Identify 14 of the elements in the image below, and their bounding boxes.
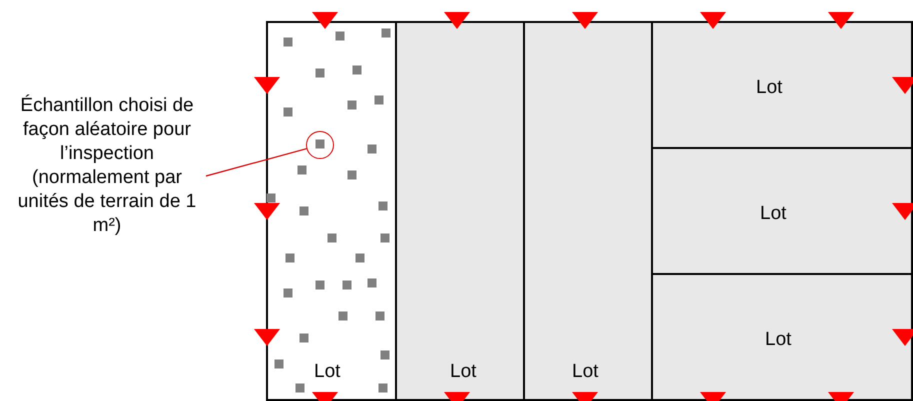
lot-area <box>651 147 913 275</box>
lot-label: Lot <box>760 203 786 225</box>
callout-text: Échantillon choisi de façon aléatoire pour l’inspection (normalement par unités de terrain de 1 m²) <box>12 94 202 238</box>
lot-area <box>523 21 653 401</box>
lot-area <box>651 21 913 149</box>
lot-label: Lot <box>450 361 476 383</box>
lot-area <box>651 273 913 401</box>
lot-label: Lot <box>756 77 782 99</box>
lot-label: Lot <box>314 361 340 383</box>
lot-area <box>266 21 397 401</box>
lot-label: Lot <box>765 329 792 351</box>
lot-area <box>395 21 525 401</box>
lot-label: Lot <box>572 361 598 383</box>
leader-line <box>206 148 307 177</box>
